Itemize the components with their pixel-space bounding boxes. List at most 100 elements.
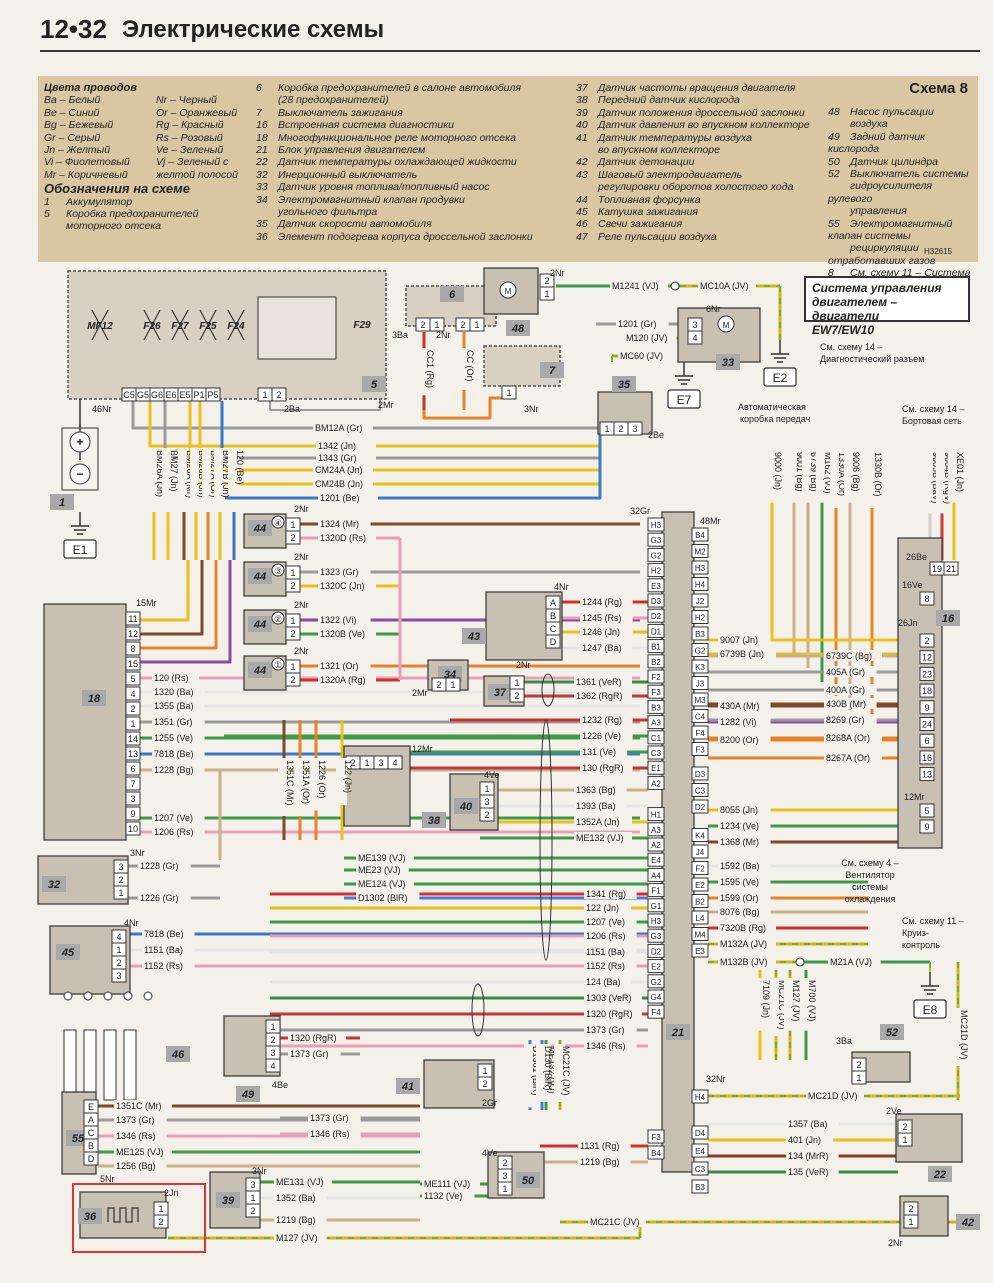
wire-label: 1373 (Gr): [116, 1115, 155, 1125]
wire-label: M132B (JV): [720, 957, 768, 967]
page-number: 12•32: [40, 14, 107, 44]
wire-label: 9001 (Bg): [795, 452, 805, 492]
ecu-pin-label: C3: [651, 749, 662, 758]
wire-label: 9007 (Jn): [720, 635, 758, 645]
ecu-pin: [691, 692, 709, 707]
pin-label: 19: [932, 564, 942, 574]
earth-box: [913, 999, 947, 1019]
ecu-pin: [647, 547, 665, 562]
ecu-pin-label: D4: [695, 1129, 706, 1138]
shield-symbol: [471, 983, 485, 1037]
system-title-box: Система управления двигателем – двигател…: [804, 276, 970, 337]
wire-label-bg: [624, 332, 677, 343]
motor-label: M: [505, 287, 512, 296]
wire: [140, 560, 190, 622]
wire-label: M120 (JV): [626, 333, 668, 343]
wire-label: M1241 (VJ): [612, 281, 659, 291]
ecu-pin-label: H4: [695, 1093, 706, 1102]
fusebox-pin-label: C5: [123, 390, 135, 400]
ecu-pin-label: G3: [651, 536, 662, 545]
pin-label: 1: [604, 424, 609, 434]
wire-label-bg: [584, 976, 632, 987]
ecu-pin: [647, 775, 665, 790]
wire-label: M127 (JV): [276, 1233, 318, 1243]
wire-label-bg: [924, 450, 935, 514]
wire-label: M132A (JV): [720, 939, 767, 949]
wire-label-bg: [152, 764, 205, 775]
legend-color-item: Rs – Розовый: [156, 131, 223, 144]
fuse-label: F26: [143, 321, 161, 332]
ecu-pin-label: C4: [695, 713, 706, 722]
wire-label: ME23 (VJ): [358, 865, 401, 875]
component-number: 45: [61, 947, 75, 959]
legend-item: регулировки оборотов холостого хода: [576, 181, 846, 193]
note-text: См. схему 14 –: [902, 404, 964, 414]
wire-label-bg: [578, 1140, 631, 1151]
wire-label: 1373 (Gr): [310, 1113, 349, 1123]
spark-plug: [123, 1029, 137, 1101]
legend-item-number: 45: [576, 206, 588, 219]
pin-label: D: [550, 637, 557, 647]
pin-label: 1: [482, 1066, 487, 1076]
component-badge: [516, 1172, 540, 1188]
connector-label: 2Be: [648, 430, 664, 440]
wire-label-bg: [418, 348, 429, 396]
ecu-pin: [647, 913, 665, 928]
legend-item-number: 32: [256, 168, 268, 181]
wire-label: ME132 (VJ): [576, 833, 624, 843]
pin-label: 14: [128, 734, 138, 744]
wire-label-bg: [278, 758, 289, 816]
pin-label: 5: [130, 674, 135, 684]
wire-label-bg: [580, 746, 628, 757]
ecu-pin-label: J4: [696, 848, 705, 857]
ecu-pin-label: G2: [695, 647, 706, 656]
ecu-pin: [691, 659, 709, 674]
note-text: контроль: [902, 940, 940, 950]
wire-label: 1219 (Bg): [580, 1157, 620, 1167]
wire: [422, 396, 502, 420]
wire-label: 1247 (Ba): [582, 643, 622, 653]
ecu-pin-label: C3: [695, 1165, 706, 1174]
spark-plug: [63, 1029, 77, 1101]
wire-label-bg: [318, 674, 376, 685]
connector-label: 2Gr: [482, 1098, 497, 1108]
legend-item-number: 46: [576, 218, 588, 231]
ecu-pin-label: E3: [695, 947, 705, 956]
component-number: 1: [59, 497, 65, 509]
ecu-pin-label: A2: [651, 779, 661, 788]
ecu-pin-label: F4: [695, 729, 705, 738]
wire-label: 7320B (Rg): [720, 923, 766, 933]
wire-label-bg: [114, 1100, 172, 1111]
pin-label: 1: [514, 678, 519, 688]
pin-label: 1: [290, 520, 295, 530]
pin-label: B: [88, 1141, 94, 1151]
scheme-label: Схема 8: [909, 80, 968, 97]
pin-label: A: [550, 598, 556, 608]
wire-label-bg: [422, 1190, 475, 1201]
ecu-pin: [647, 837, 665, 852]
connector-pin: [285, 530, 301, 545]
legend-symbols-title: Обозначения на схеме: [44, 181, 190, 197]
wire-label-bg: [580, 762, 633, 773]
wire-label: M162 (VJ): [823, 452, 833, 494]
wire-label: 1361 (VeR): [576, 677, 622, 687]
connector-pin: [479, 807, 495, 822]
wire-label-bg: [824, 698, 877, 709]
pin-label: 2: [436, 680, 441, 690]
ecu-pin-label: A2: [651, 841, 661, 850]
wire-label-bg: [574, 690, 632, 701]
wire-label-bg: [313, 464, 373, 475]
pin-label: 3: [250, 1180, 255, 1190]
wire-label-bg: [148, 448, 159, 506]
system-title-line: двигателем – двигатели: [812, 295, 898, 323]
ecu-pin: [647, 623, 665, 638]
wire-label: 1599 (Or): [720, 893, 759, 903]
pin-label: 3: [116, 971, 121, 981]
wire-label: 430A (Mr): [720, 701, 760, 711]
wire-label-bg: [356, 892, 420, 903]
wire-label-bg: [786, 1118, 839, 1129]
wire-label: 1323 (Gr): [320, 567, 359, 577]
